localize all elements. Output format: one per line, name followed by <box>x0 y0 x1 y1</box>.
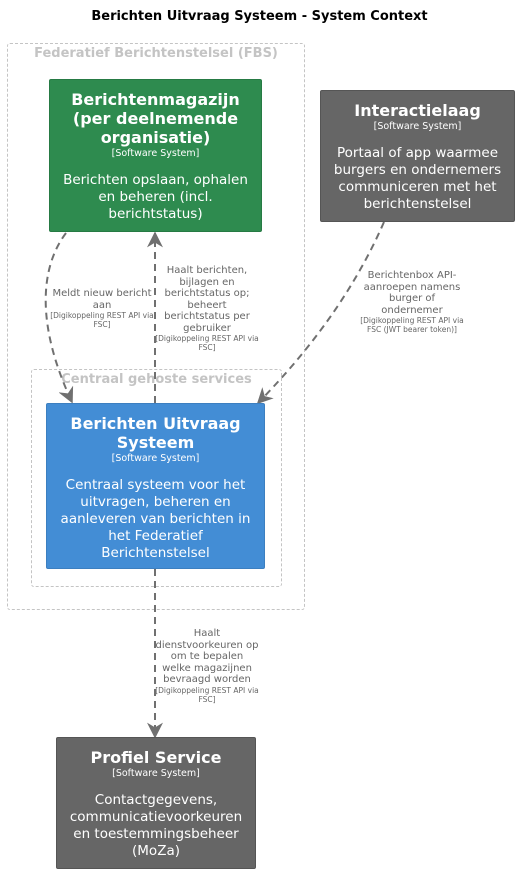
system-name: Interactielaag <box>354 101 481 120</box>
system-stereotype: [Software System] <box>111 453 200 464</box>
system-name: Berichten Uitvraag Systeem <box>70 414 241 452</box>
rel-label-haalt: Haalt berichten, bijlagen en berichtstat… <box>155 265 259 352</box>
system-name: Profiel Service <box>90 748 222 767</box>
central-boundary-label: Centraal gehoste services <box>61 372 252 387</box>
system-berichtenmagazijn[interactable]: Berichtenmagazijn (per deelnemende organ… <box>49 79 262 232</box>
rel-label-tech: [Digikoppeling REST API via FSC] <box>50 311 154 329</box>
system-stereotype: [Software System] <box>373 121 462 132</box>
system-description: Portaal of app waarmee burgers en ondern… <box>333 145 502 212</box>
rel-label-text: Haalt dienstvoorkeuren op om te bepalen … <box>155 628 259 685</box>
system-description: Contactgegevens, communicatievoorkeuren … <box>69 792 243 859</box>
fbs-boundary-label: Federatief Berichtenstelsel (FBS) <box>34 46 278 61</box>
system-name: Berichtenmagazijn (per deelnemende organ… <box>71 90 240 147</box>
diagram-title: Berichten Uitvraag Systeem - System Cont… <box>91 9 428 24</box>
system-berichten-uitvraag[interactable]: Berichten Uitvraag Systeem [Software Sys… <box>46 403 265 569</box>
rel-label-inbox: Berichtenbox API-aanroepen namens burger… <box>360 270 464 334</box>
rel-label-text: Haalt berichten, bijlagen en berichtstat… <box>164 265 250 334</box>
system-stereotype: [Software System] <box>112 768 200 779</box>
system-profiel-service[interactable]: Profiel Service [Software System] Contac… <box>56 737 256 869</box>
rel-label-tech: [Digikoppeling REST API via FSC] <box>155 685 259 704</box>
rel-label-text: Berichtenbox API-aanroepen namens burger… <box>363 270 461 316</box>
system-stereotype: [Software System] <box>111 148 200 159</box>
edge-berichtenbox <box>256 221 385 405</box>
rel-label-text: Meldt nieuw bericht aan <box>52 288 152 311</box>
system-interactielaag[interactable]: Interactielaag [Software System] Portaal… <box>320 90 515 222</box>
system-description: Berichten opslaan, ophalen en beheren (i… <box>63 172 248 222</box>
rel-label-meldt: Meldt nieuw bericht aan [Digikoppeling R… <box>50 288 154 329</box>
system-description: Centraal systeem voor het uitvragen, beh… <box>60 477 251 561</box>
rel-label-tech: [Digikoppeling REST API via FSC] <box>155 334 259 352</box>
rel-label-tech: [Digikoppeling REST API via FSC (JWT bea… <box>360 316 464 334</box>
central-boundary: Centraal gehoste services <box>31 369 282 587</box>
edge-meldt-nieuw-bericht <box>44 232 74 404</box>
rel-label-dienst: Haalt dienstvoorkeuren op om te bepalen … <box>155 628 259 704</box>
